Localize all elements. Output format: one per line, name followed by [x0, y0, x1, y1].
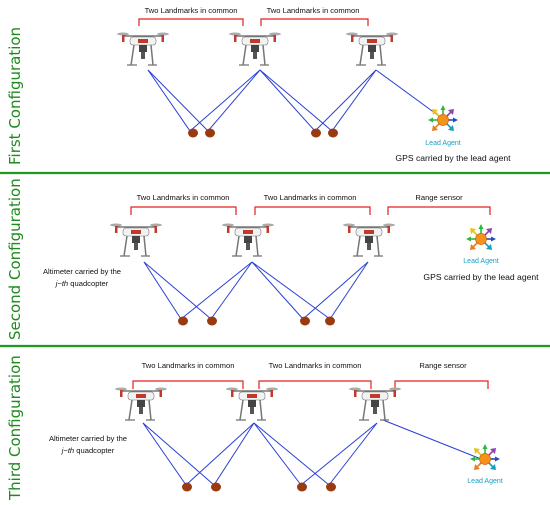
landmark	[326, 482, 336, 492]
range-sensor-label: Range sensor	[415, 193, 463, 202]
altimeter-label: Altimeter carried by the	[49, 434, 127, 443]
landmark	[188, 128, 198, 138]
common-landmarks-bracket: Two Landmarks in common	[254, 193, 371, 215]
landmark	[211, 482, 221, 492]
quadcopter-icon	[221, 222, 275, 257]
quadcopter-icon	[116, 31, 170, 66]
bracket-label: Two Landmarks in common	[267, 6, 360, 15]
panel-first-configuration: First Configuration Two Landmarks in com…	[6, 6, 511, 165]
panel-title: Third Configuration	[6, 355, 24, 501]
landmark	[300, 316, 310, 326]
common-landmarks-bracket: Two Landmarks in common	[260, 6, 369, 26]
range-sensor-bracket: Range sensor	[394, 361, 489, 389]
landmark	[328, 128, 338, 138]
quadcopter-icon	[345, 31, 399, 66]
altimeter-label-line2: j−th quadcopter	[61, 446, 115, 455]
gps-label: GPS carried by the lead agent	[395, 153, 511, 163]
sight-lines	[147, 69, 440, 132]
range-sensor-bracket: Range sensor	[387, 193, 491, 215]
quadcopter-icon	[342, 222, 396, 257]
landmark	[205, 128, 215, 138]
lead-agent-icon	[427, 104, 459, 132]
common-landmarks-bracket: Two Landmarks in common	[132, 361, 244, 389]
quadcopter-icon	[109, 222, 163, 257]
common-landmarks-bracket: Two Landmarks in common	[130, 193, 237, 215]
landmark	[178, 316, 188, 326]
quadcopter-icon	[348, 386, 402, 421]
lead-agent-label: Lead Agent	[425, 140, 460, 147]
lead-agent-icon	[465, 223, 497, 251]
range-sensor-label: Range sensor	[419, 361, 467, 370]
quadcopter-icon	[114, 386, 168, 421]
quadcopter-icon	[225, 386, 279, 421]
landmark	[311, 128, 321, 138]
gps-label: GPS carried by the lead agent	[423, 272, 539, 282]
bracket-label: Two Landmarks in common	[145, 6, 238, 15]
panel-third-configuration: Third Configuration Two Landmarks in com…	[6, 355, 503, 501]
landmark	[325, 316, 335, 326]
bracket-label: Two Landmarks in common	[264, 193, 357, 202]
altimeter-label-line2: j−th quadcopter	[55, 279, 109, 288]
common-landmarks-bracket: Two Landmarks in common	[258, 361, 372, 389]
landmark	[297, 482, 307, 492]
panel-title: First Configuration	[6, 27, 24, 165]
sight-lines	[142, 419, 482, 486]
panel-title: Second Configuration	[6, 178, 24, 340]
lead-agent-icon	[469, 443, 501, 471]
panel-second-configuration: Second Configuration Two Landmarks in co…	[6, 178, 539, 340]
lead-agent-label: Lead Agent	[463, 258, 498, 265]
common-landmarks-bracket: Two Landmarks in common	[138, 6, 244, 26]
landmark	[182, 482, 192, 492]
lead-agent-label: Lead Agent	[467, 478, 502, 485]
bracket-label: Two Landmarks in common	[269, 361, 362, 370]
bracket-label: Two Landmarks in common	[142, 361, 235, 370]
bracket-label: Two Landmarks in common	[137, 193, 230, 202]
landmark	[207, 316, 217, 326]
quadcopter-icon	[228, 31, 282, 66]
sight-lines	[143, 261, 369, 320]
altimeter-label: Altimeter carried by the	[43, 267, 121, 276]
